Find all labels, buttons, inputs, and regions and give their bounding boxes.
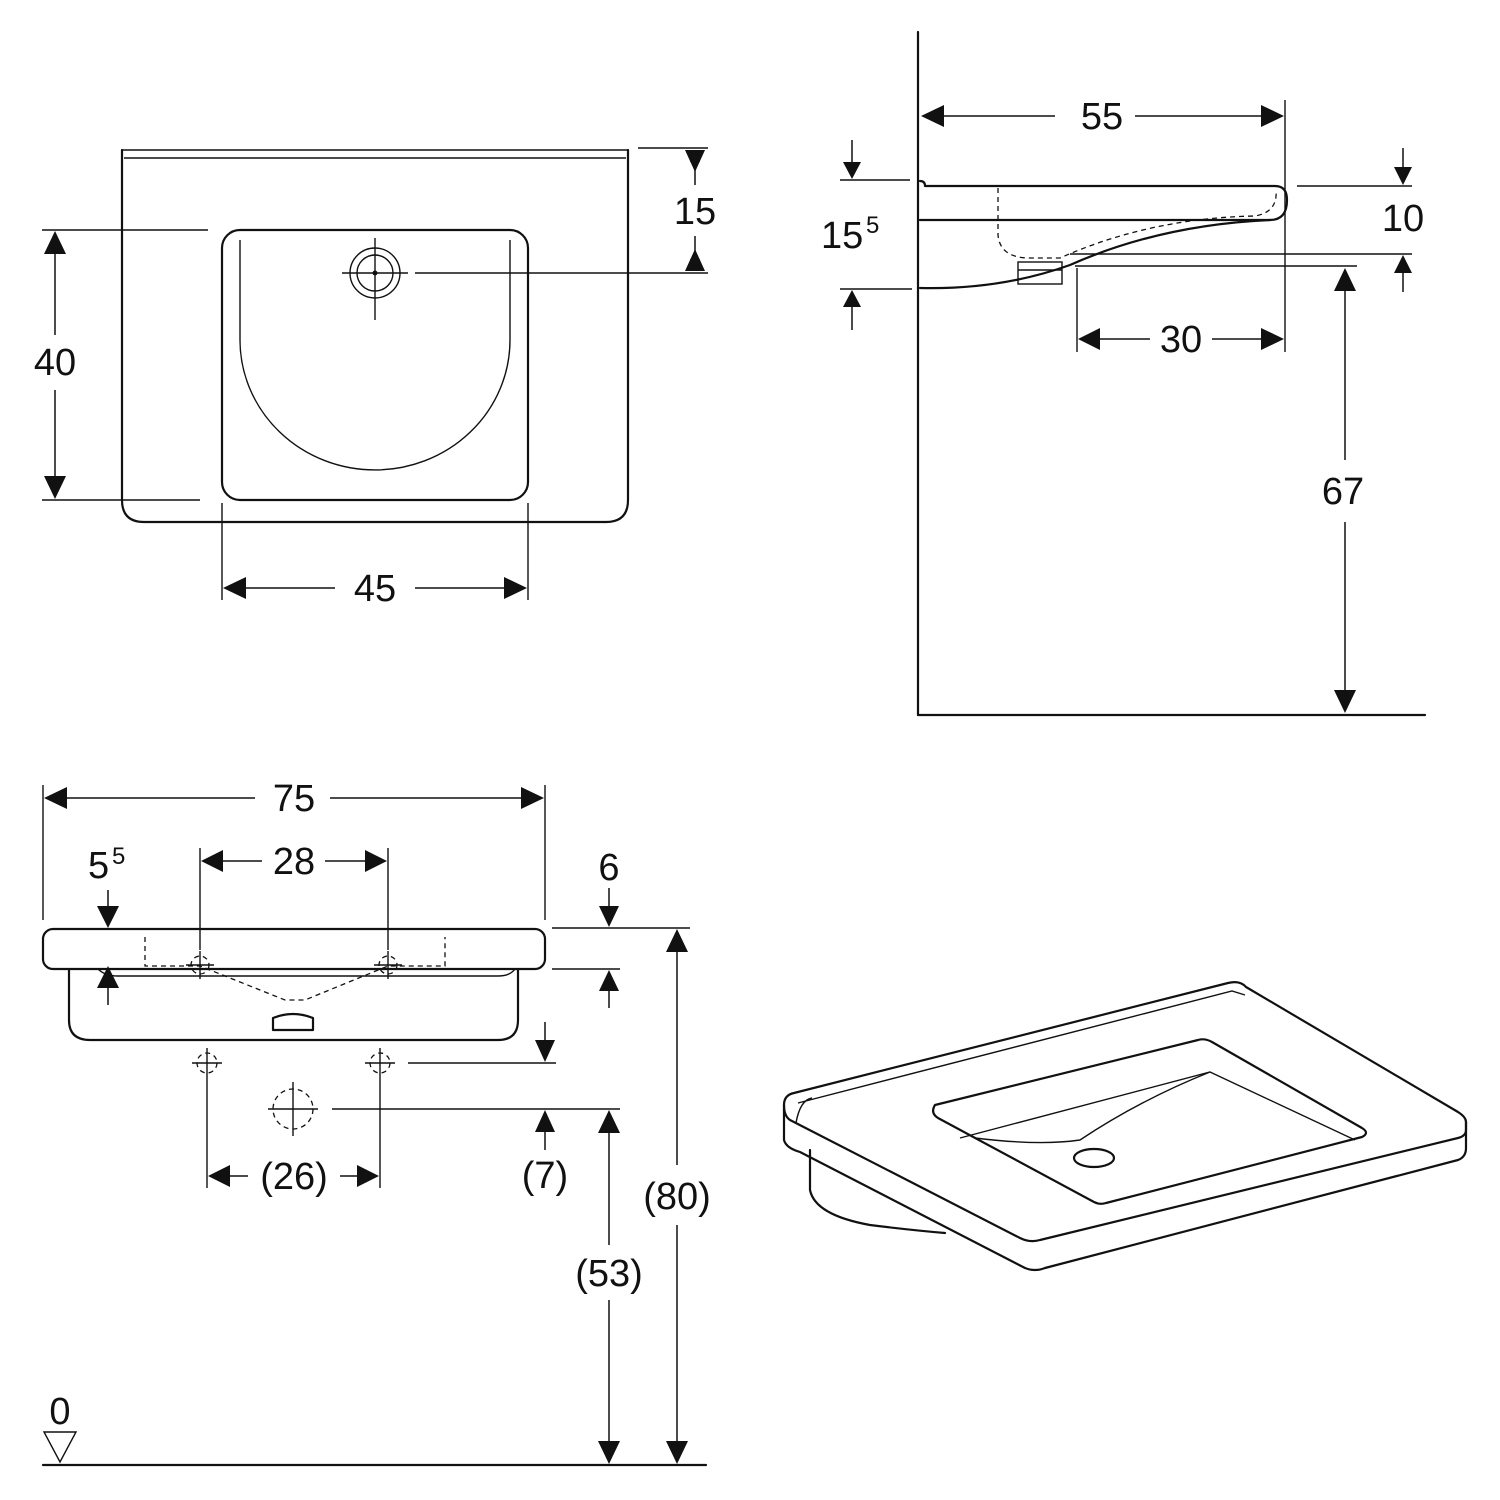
- dimension-bowl-depth: 40: [34, 229, 208, 501]
- label-15-5: 15: [821, 215, 863, 257]
- isometric-view: [782, 981, 1468, 1272]
- label-10: 10: [1382, 198, 1424, 240]
- label-55: 55: [1081, 96, 1123, 138]
- label-6: 6: [598, 847, 619, 889]
- label-30: 30: [1160, 319, 1202, 361]
- top-view: 15 40 45: [34, 147, 716, 610]
- dimension-total-height: (80): [643, 929, 711, 1464]
- dimension-bowl-width: 45: [221, 503, 529, 610]
- dimension-tap-inset: 5 5: [88, 843, 125, 1005]
- drain-symbol: [342, 238, 408, 320]
- dimension-supply-drop: (7): [332, 1022, 620, 1197]
- label-26: (26): [260, 1156, 328, 1198]
- label-7: (7): [522, 1155, 568, 1197]
- dimension-drain-depth: 15: [415, 147, 716, 274]
- tap-hole-left: [186, 951, 214, 979]
- dimension-floor-height: 67: [1075, 265, 1364, 713]
- supply-right: [365, 1048, 395, 1188]
- dimension-tap-spacing: 28: [199, 841, 389, 950]
- label-28: 28: [273, 841, 315, 883]
- label-75: 75: [273, 778, 315, 820]
- dimension-drain-offset: 30: [1076, 268, 1284, 361]
- label-67: 67: [1322, 471, 1364, 513]
- label-53: (53): [575, 1253, 643, 1295]
- supply-left: [192, 1048, 222, 1188]
- label-5-5-sup: 5: [112, 843, 125, 870]
- front-view: 75 28 5 5 6: [41, 778, 711, 1467]
- label-40: 40: [34, 342, 76, 384]
- label-5-5: 5: [88, 845, 109, 887]
- floor-level: 0: [41, 1391, 708, 1467]
- dimension-projection: 55: [921, 96, 1286, 352]
- drain-hole: [1072, 1147, 1116, 1169]
- supply-points: [192, 1048, 395, 1188]
- bowl-outline: [220, 228, 530, 502]
- basin-profile: [918, 179, 1289, 290]
- dimension-supply-height: (53): [575, 1110, 643, 1464]
- dimension-rim-drop: 6: [552, 847, 690, 1008]
- basin-outline: [120, 148, 630, 524]
- wall-and-floor: [916, 30, 1427, 717]
- label-0: 0: [49, 1391, 70, 1433]
- waste-point: [268, 1082, 318, 1136]
- dimension-rim-thickness: 10: [1070, 148, 1424, 292]
- dimension-rim-height: 15 5: [821, 140, 912, 330]
- label-80: (80): [643, 1176, 711, 1218]
- dimension-supply-spacing: (26): [208, 1156, 379, 1198]
- dimension-overall-width: 75: [42, 778, 546, 920]
- label-15: 15: [674, 191, 716, 233]
- label-45: 45: [354, 568, 396, 610]
- basin-front: [41, 927, 547, 1042]
- tap-hole-right: [374, 951, 402, 979]
- side-view: 55 15 5 10 3: [821, 30, 1427, 717]
- label-15-5-sup: 5: [866, 212, 879, 239]
